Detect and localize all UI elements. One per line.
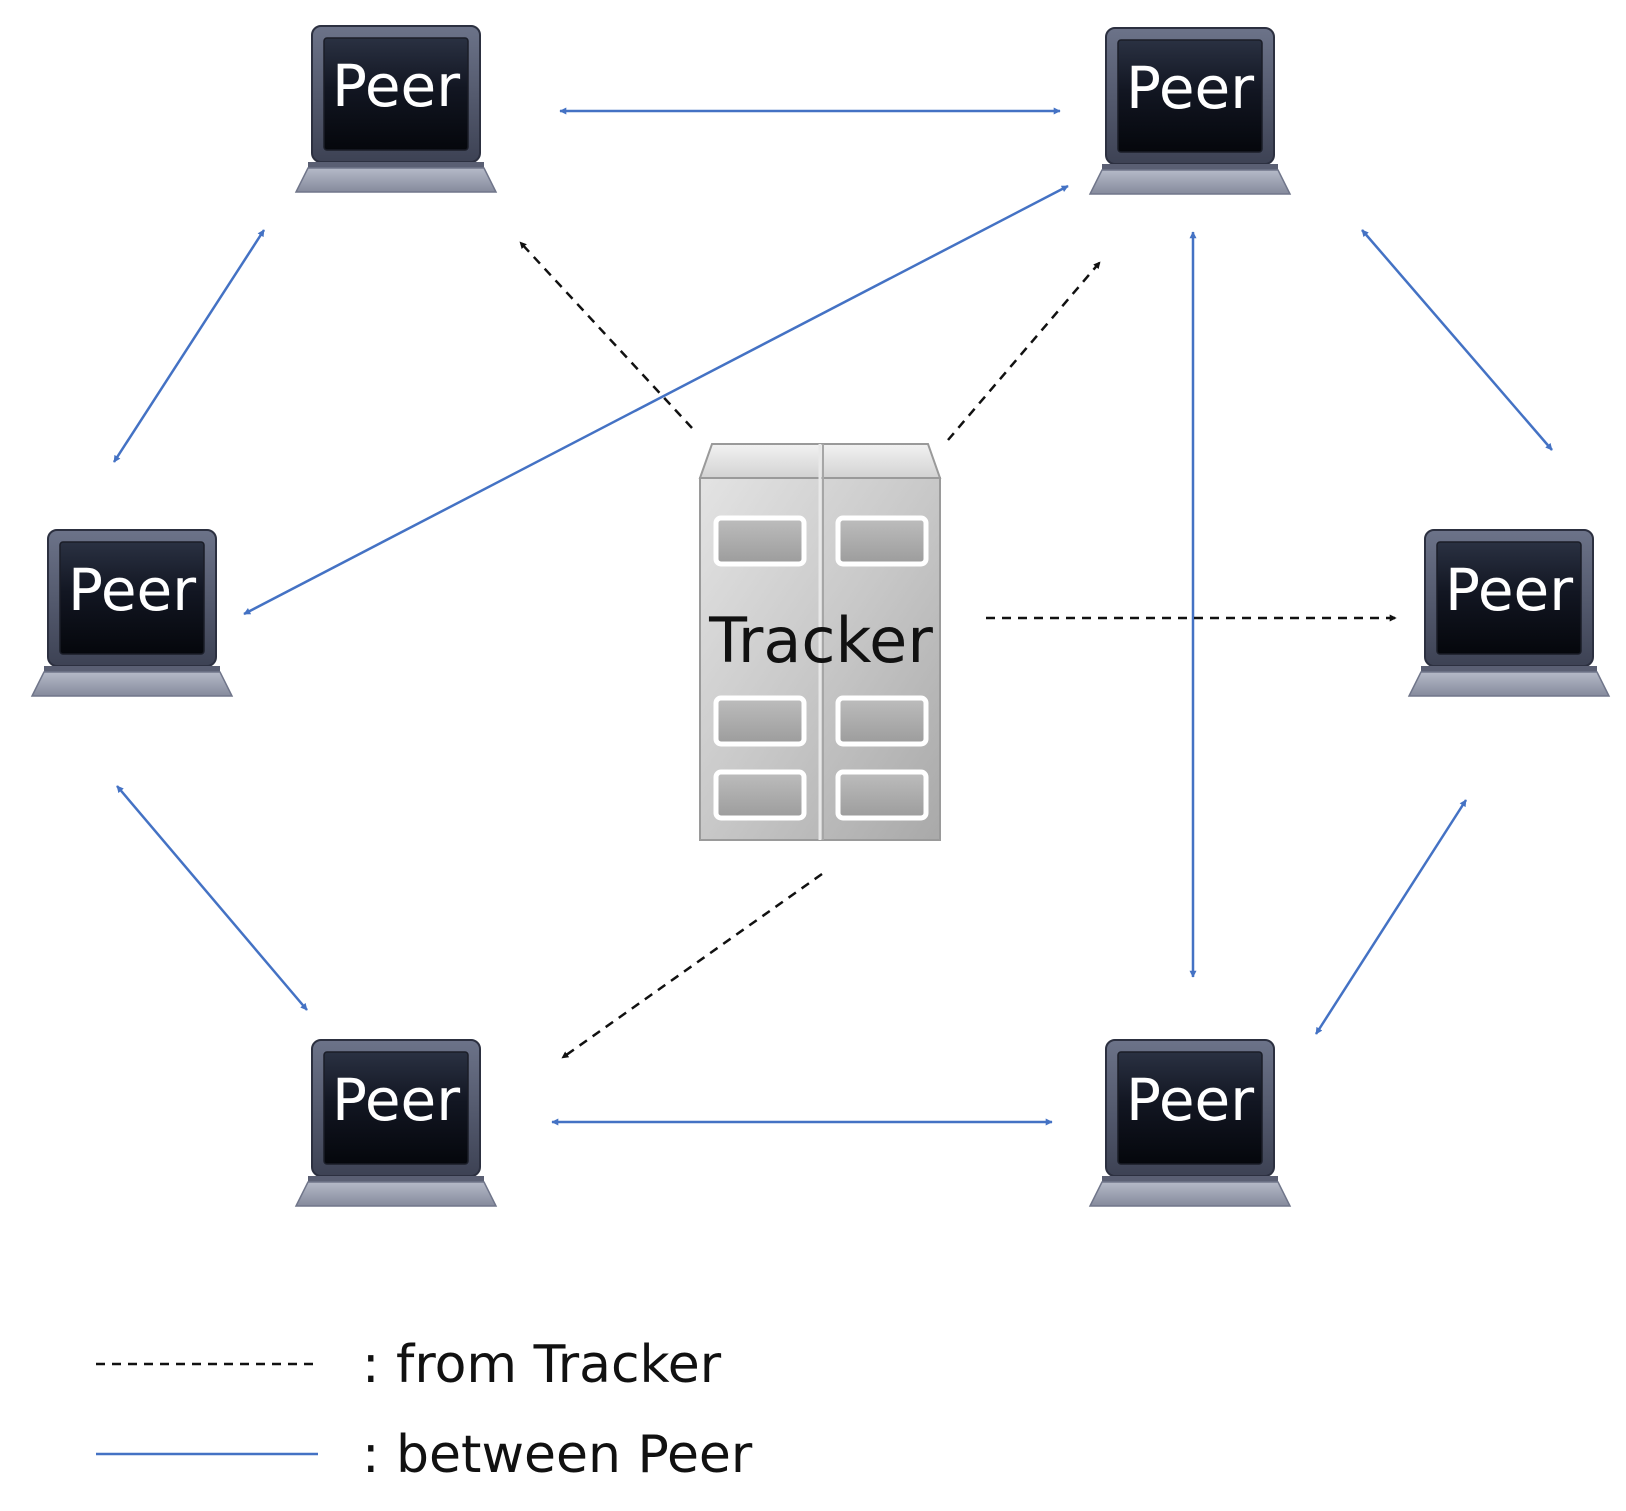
peer-label: Peer — [332, 52, 460, 120]
peer-label: Peer — [68, 556, 196, 624]
legend-peer-label: : between Peer — [362, 1425, 753, 1485]
laptop-icon — [1407, 529, 1611, 697]
tracker-link-to-bottom-left — [561, 872, 823, 1060]
server-icon — [698, 443, 942, 841]
tracker-links — [519, 241, 1397, 1060]
peer-mid-right: Peer — [1407, 529, 1611, 697]
peer-label: Peer — [1126, 54, 1254, 122]
peer-link-mid-left-to-bottom-left — [116, 785, 308, 1011]
peer-link-mid-right-to-bottom-right — [1314, 799, 1468, 1035]
peers: Peer Peer Peer Peer Peer Peer — [30, 25, 1611, 1207]
peer-link-mid-left-to-top-right — [243, 184, 1069, 616]
tracker-server: Tracker — [698, 443, 942, 841]
peer-label: Peer — [332, 1066, 460, 1134]
peer-top-left: Peer — [294, 25, 498, 193]
peer-mid-left: Peer — [30, 529, 234, 697]
peer-top-right: Peer — [1088, 27, 1292, 195]
legend: : from Tracker : between Peer — [96, 1335, 753, 1485]
tracker-label: Tracker — [708, 604, 933, 677]
peer-link-top-left-to-mid-left — [112, 229, 266, 463]
peer-bottom-left: Peer — [294, 1039, 498, 1207]
tracker-link-to-top-right — [947, 261, 1101, 441]
peer-label: Peer — [1126, 1066, 1254, 1134]
peer-label: Peer — [1445, 556, 1573, 624]
peer-links — [112, 107, 1553, 1126]
laptop-icon — [1088, 1039, 1292, 1207]
laptop-icon — [294, 1039, 498, 1207]
laptop-icon — [1088, 27, 1292, 195]
legend-tracker-label: : from Tracker — [362, 1335, 722, 1395]
laptop-icon — [294, 25, 498, 193]
peer-bottom-right: Peer — [1088, 1039, 1292, 1207]
peer-link-top-right-to-mid-right — [1361, 229, 1553, 451]
laptop-icon — [30, 529, 234, 697]
tracker-link-to-top-left — [519, 241, 693, 429]
